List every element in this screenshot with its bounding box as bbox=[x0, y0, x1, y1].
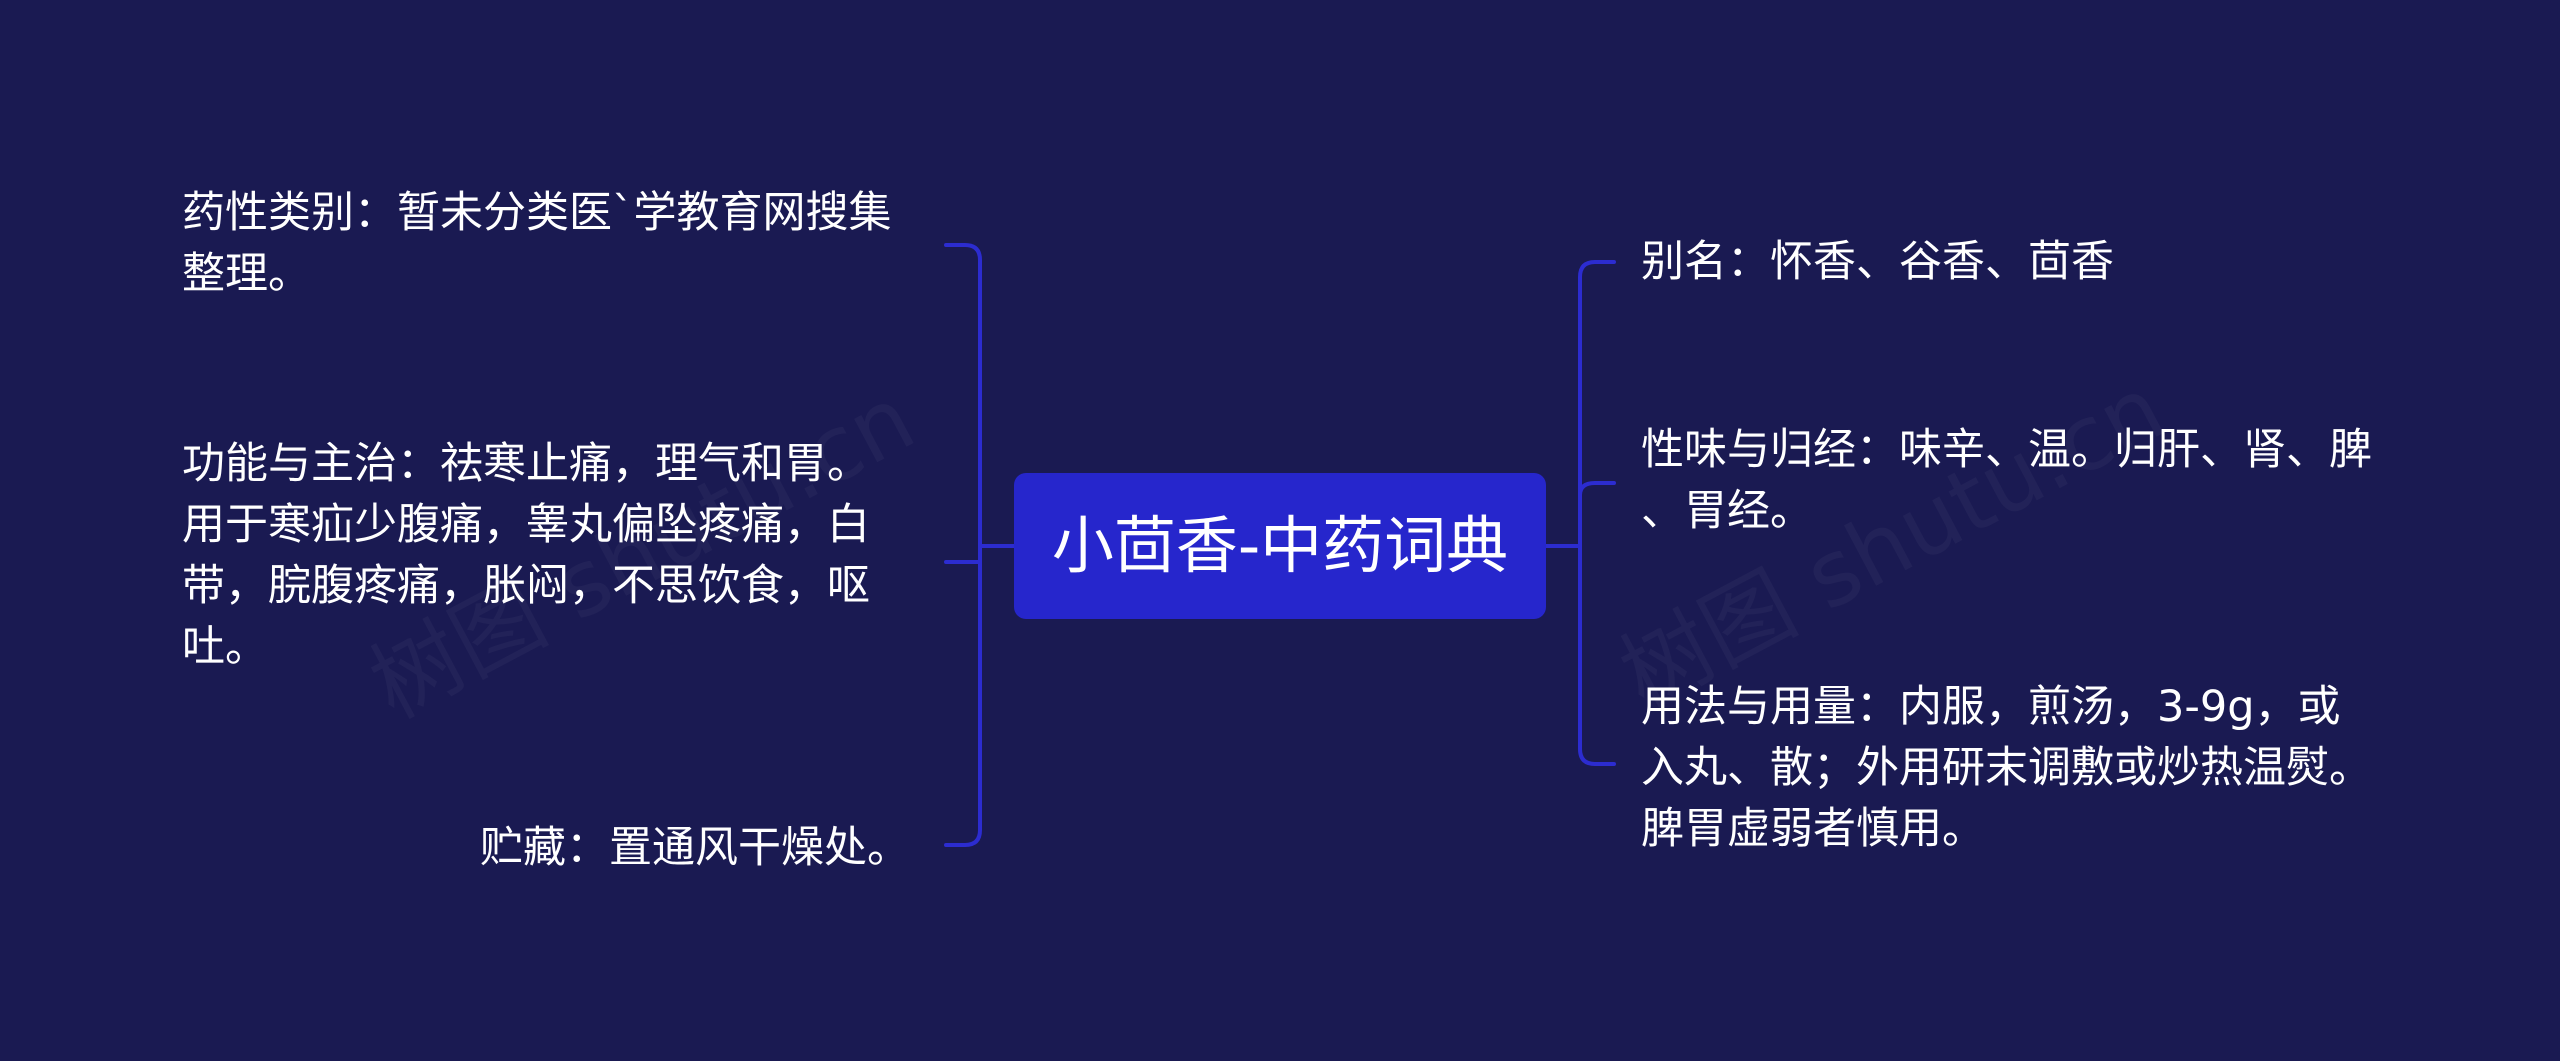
branch-storage[interactable]: 贮藏：置通风干燥处。 bbox=[480, 823, 910, 873]
branch-alias[interactable]: 别名：怀香、谷香、茴香 bbox=[1641, 237, 2114, 287]
central-topic[interactable]: 小茴香-中药词典 bbox=[1014, 473, 1546, 619]
branch-nature-meridian[interactable]: 性味与归经：味辛、温。归肝、肾、脾、胃经。 bbox=[1641, 425, 2372, 536]
central-topic-label: 小茴香-中药词典 bbox=[1051, 509, 1509, 582]
right-connector bbox=[1544, 260, 1616, 766]
left-connector bbox=[944, 243, 1016, 847]
branch-function-indications[interactable]: 功能与主治：祛寒止痛，理气和胃。用于寒疝少腹痛，睾丸偏坠疼痛，白带，脘腹疼痛，胀… bbox=[182, 439, 870, 672]
branch-usage-dosage[interactable]: 用法与用量：内服，煎汤，3-9g，或入丸、散；外用研末调敷或炒热温熨。脾胃虚弱者… bbox=[1641, 682, 2372, 854]
branch-drug-category[interactable]: 药性类别：暂未分类医`学教育网搜集整理。 bbox=[182, 188, 892, 299]
